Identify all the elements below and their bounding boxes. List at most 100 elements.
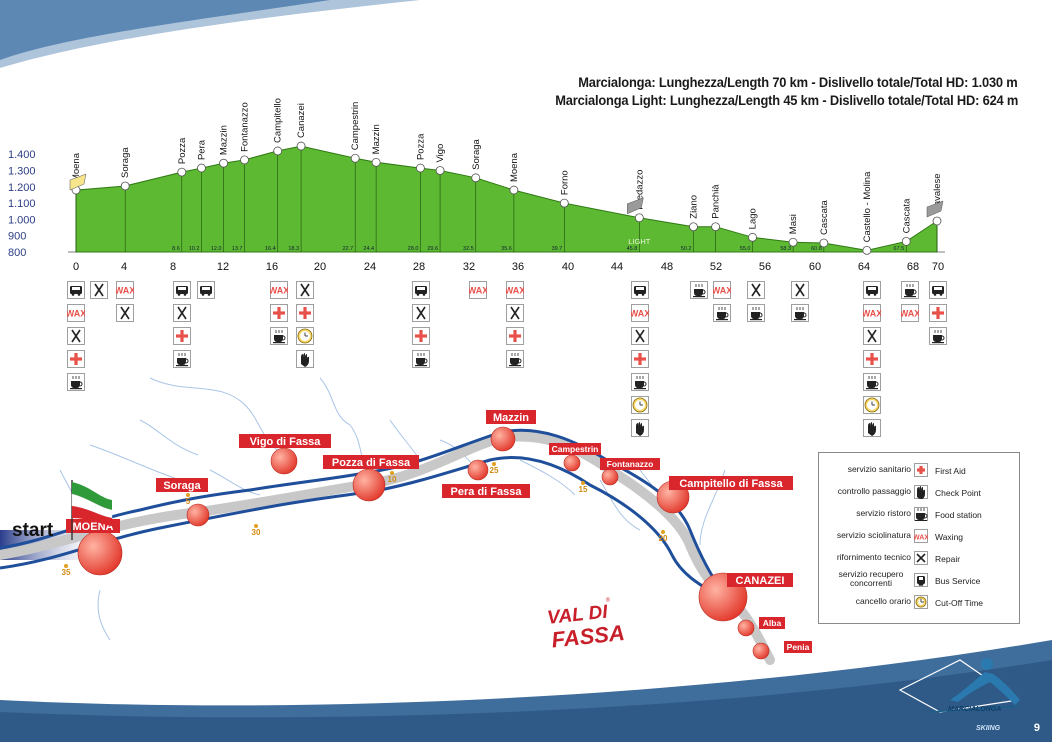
station-km-label: 32.5 [463,246,474,252]
legend-check-icon [914,485,928,499]
town-label-bg [323,455,419,469]
legend-label-it: cancello orario [855,596,911,606]
bus-service-icon [929,281,947,299]
first-aid-icon [270,304,288,322]
place-label: Campestrin [350,102,361,151]
station-km-label: 22.7 [342,246,353,252]
bus-service-icon [197,281,215,299]
flag-red [72,506,112,526]
legend-label-it: controllo passaggio [837,486,911,496]
town-marker [752,642,770,660]
km-label: 35 [62,568,71,577]
check-point-icon [631,419,649,437]
legend-label-it: rifornimento tecnico [836,552,911,562]
place-label: Fontanazzo [240,102,251,152]
km-label: 20 [659,534,668,543]
place-label: Cascata [819,199,830,235]
food-station-icon [713,304,731,322]
place-label: Pozza [415,133,426,160]
waxing-icon: WAX [506,281,524,299]
place-label: Canazei [296,103,307,138]
profile-flag [69,173,87,191]
station-point [371,157,381,167]
y-tick-label: 1.000 [8,214,36,226]
food-station-icon [506,350,524,368]
brand-sub: SKIING [976,725,1001,732]
food-station-icon [412,350,430,368]
race-info-line-2: Marcialonga Light: Lunghezza/Length 45 k… [555,92,1018,108]
repair-icon [506,304,524,322]
km-marker [390,471,394,475]
x-tick-label: 60 [809,261,821,273]
legend-repair-icon [914,551,928,565]
place-label: Mazzin [219,125,230,155]
legend-bus-icon [914,573,928,587]
station-km-label: 13.7 [232,246,243,252]
waxing-icon: WAX [116,281,134,299]
km-marker [186,493,190,497]
y-tick-label: 1.400 [8,149,36,161]
repair-icon [296,281,314,299]
station-km-label: 58.3 [780,246,791,252]
bus-service-icon [631,281,649,299]
station-point [177,167,187,177]
place-label: Panchià [711,184,722,219]
town-label-bg [549,443,601,455]
km-label: 5 [186,497,191,506]
town-label-bg [156,478,208,492]
town-label-bg [727,573,793,587]
y-tick-label: 1.300 [8,166,36,178]
legend-cutoff-icon [914,595,928,609]
route-return [0,456,726,602]
x-tick-label: 48 [661,261,673,273]
town-label-bg [239,434,331,448]
repair-icon [747,281,765,299]
legend-label-it: servizio ristoro [856,508,911,518]
place-label: Forno [559,170,570,195]
station-point [435,166,445,175]
place-label: Cavalese [932,173,943,213]
legend-label-it: servizio recupero concorrenti [838,569,904,588]
legend-label-en: First Aid [935,466,966,476]
repair-icon [90,281,108,299]
town-label: Campestrin [552,444,599,454]
first-aid-icon [631,350,649,368]
station-point [901,237,911,246]
km-label: 15 [579,485,588,494]
legend-label-en: Cut-Off Time [935,598,984,608]
town-label: Vigo di Fassa [250,436,322,448]
svg-text:WAX: WAX [506,286,524,296]
town-label: CANAZEI [736,575,785,587]
station-point [634,213,644,223]
svg-text:WAX: WAX [631,309,649,319]
bottom-band-dark [0,660,1052,742]
station-point [509,185,519,195]
place-label: Predazzo [634,170,645,210]
waxing-icon: WAX [863,304,881,322]
town-label-bg [784,641,812,653]
svg-text:WAX: WAX [901,309,919,319]
km-marker [581,481,585,485]
place-label: Moena [509,152,520,182]
food-station-icon [747,304,765,322]
repair-icon [791,281,809,299]
station-point [689,222,698,232]
station-km-label: 12.0 [211,246,222,252]
km-marker [254,524,258,528]
place-label: Pera [196,139,207,160]
station-km-label: 28.0 [408,246,419,252]
town-label: MOENA [73,521,114,533]
station-point [819,238,829,248]
flag-green [72,482,112,510]
km-marker [492,462,496,466]
place-label: Soraga [471,138,482,169]
food-station-icon [791,304,809,322]
town-label-bg [486,410,536,424]
town-label: Pera di Fassa [451,486,523,498]
station-point [197,163,206,173]
x-tick-label: 64 [858,261,870,273]
town-label: Penia [787,642,810,652]
